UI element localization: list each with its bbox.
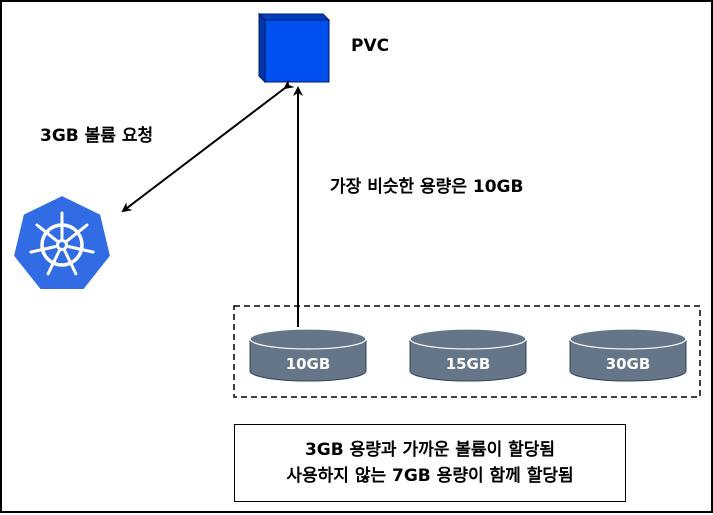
pvc-label: PVC	[351, 36, 390, 56]
request-label: 3GB 볼륨 요청	[40, 126, 154, 146]
storage-pool-group	[233, 305, 701, 398]
volume-label: 10GB	[285, 355, 331, 373]
request-arrow	[121, 79, 295, 213]
binding-label: 가장 비슷한 용량은 10GB	[330, 177, 524, 197]
note-box: 3GB 용량과 가까운 볼륨이 할당됨 사용하지 않는 7GB 용량이 함께 할…	[234, 424, 626, 502]
note-line-1: 3GB 용량과 가까운 볼륨이 할당됨	[304, 439, 556, 460]
note-line-2: 사용하지 않는 7GB 용량이 함께 할당됨	[286, 465, 574, 486]
volume-label: 30GB	[605, 355, 651, 373]
volume-disk-15gb	[409, 328, 527, 382]
kubernetes-helm-icon	[12, 194, 112, 291]
cube-icon	[257, 12, 331, 84]
volume-label: 15GB	[445, 355, 491, 373]
volume-disk-30gb	[569, 328, 687, 382]
volume-disk-10gb	[249, 328, 367, 382]
